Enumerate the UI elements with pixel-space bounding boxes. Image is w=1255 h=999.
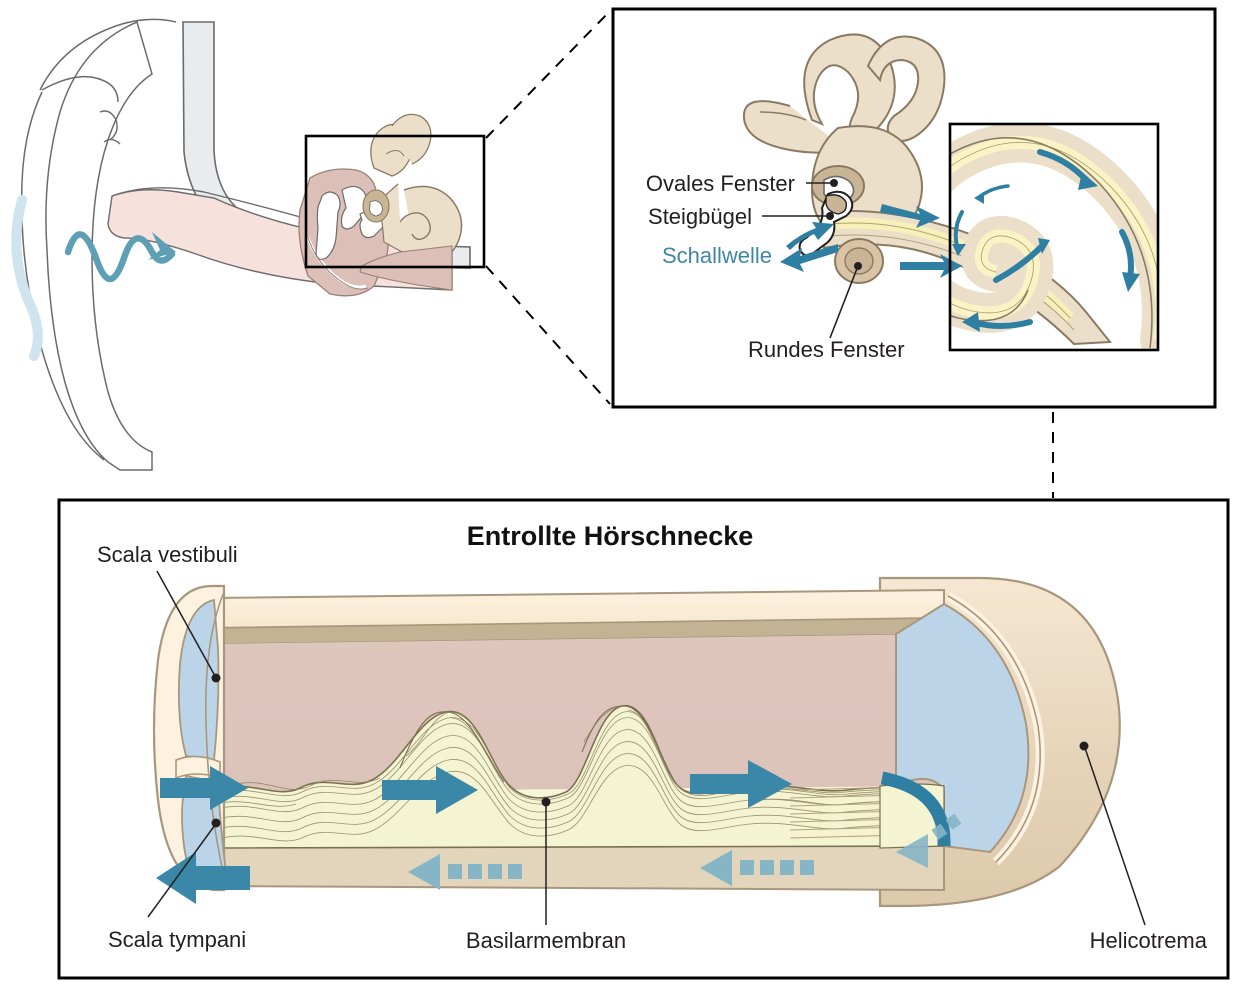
arrow-wave-right-2	[690, 760, 792, 808]
spiral-arrowhead-5	[952, 244, 966, 256]
left-inner-edge	[205, 591, 227, 885]
spiral-arrow-4	[993, 243, 1045, 283]
tube-interior	[212, 634, 944, 792]
sound-wave-arrow	[64, 231, 176, 282]
arrow-wave-right-1	[382, 766, 478, 814]
dot-scala-vestibuli	[211, 673, 221, 683]
dot-ovales-fenster	[830, 179, 838, 187]
pinna-antihelix	[41, 75, 119, 103]
basilar-wave-envelope	[211, 705, 945, 849]
arrow-return-apex	[896, 813, 962, 868]
spiral-arrowhead-6	[974, 192, 984, 204]
dot-rundes-fenster	[854, 262, 862, 270]
arrow-return-2	[700, 850, 814, 886]
cochlear-trunk	[822, 210, 1112, 346]
label-scala-vestibuli: Scala vestibuli	[97, 542, 238, 567]
leader-scala-vestibuli	[156, 570, 216, 677]
bottom-leader-lines	[147, 570, 1146, 926]
spiral-inset-box	[948, 122, 1160, 352]
pinna-tragus	[99, 110, 118, 141]
pinna-helix	[39, 18, 177, 91]
stapes-footplate	[825, 194, 848, 215]
spiral-arrowhead-2	[1122, 272, 1140, 292]
dot-basilarmembran	[541, 797, 551, 807]
sound-wave-halo	[11, 195, 43, 361]
label-scala-tympani: Scala tympani	[108, 927, 246, 952]
dot-steigbuegel	[826, 212, 834, 220]
apex-inner-rim-line	[947, 595, 1041, 863]
spiral-arrowhead-3	[962, 312, 980, 332]
ear-inset-box	[304, 134, 486, 269]
label-schallwelle: Schallwelle	[662, 243, 772, 268]
incus	[340, 185, 368, 230]
arrow-in-scala-vestibuli	[160, 766, 248, 810]
middle-panel: Ovales Fenster Steigbügel Schallwelle Ru…	[611, 7, 1217, 409]
label-basilarmembran: Basilarmembran	[466, 928, 626, 953]
zoom-connector-lines	[485, 10, 611, 405]
apex-fluid	[895, 602, 1030, 854]
sound-wave-arrowhead	[148, 232, 176, 260]
label-rundes-fenster: Rundes Fenster	[748, 337, 905, 362]
basilar-crest-lines	[399, 705, 677, 785]
spiral-arrowhead-4	[1038, 238, 1050, 254]
bottom-panel: Entrollte Hörschnecke	[57, 498, 1230, 980]
ossicles	[315, 191, 341, 260]
label-helicotrema: Helicotrema	[1090, 928, 1208, 953]
spiral-arrowhead-1	[1078, 172, 1098, 190]
semicircular-canals	[742, 33, 946, 154]
label-ovales-fenster: Ovales Fenster	[646, 171, 795, 196]
tympanic-membrane-edge	[307, 237, 369, 290]
ear-overview-panel	[11, 18, 486, 471]
connector-bottom	[485, 265, 611, 405]
label-steigbuegel: Steigbügel	[648, 204, 752, 229]
leader-helicotrema	[1084, 747, 1146, 926]
inner-ear-bone-small	[362, 113, 463, 265]
arrow-out-scala-tympani	[156, 852, 250, 904]
dot-helicotrema	[1079, 741, 1089, 751]
middle-leader-lines	[762, 182, 859, 339]
leader-scala-tympani	[147, 824, 216, 918]
scala-vestibuli-window	[177, 598, 220, 762]
arrow-return-1	[408, 854, 522, 890]
connector-top	[485, 10, 611, 139]
pinna-concha-edge	[103, 138, 121, 145]
round-window-inner	[844, 247, 874, 275]
pinna-outline	[45, 20, 153, 471]
bottom-panel-title: Entrollte Hörschnecke	[467, 521, 754, 551]
dot-scala-tympani	[211, 818, 221, 828]
middle-flow-arrows	[780, 204, 962, 278]
cochlea-spiral	[950, 124, 1158, 350]
